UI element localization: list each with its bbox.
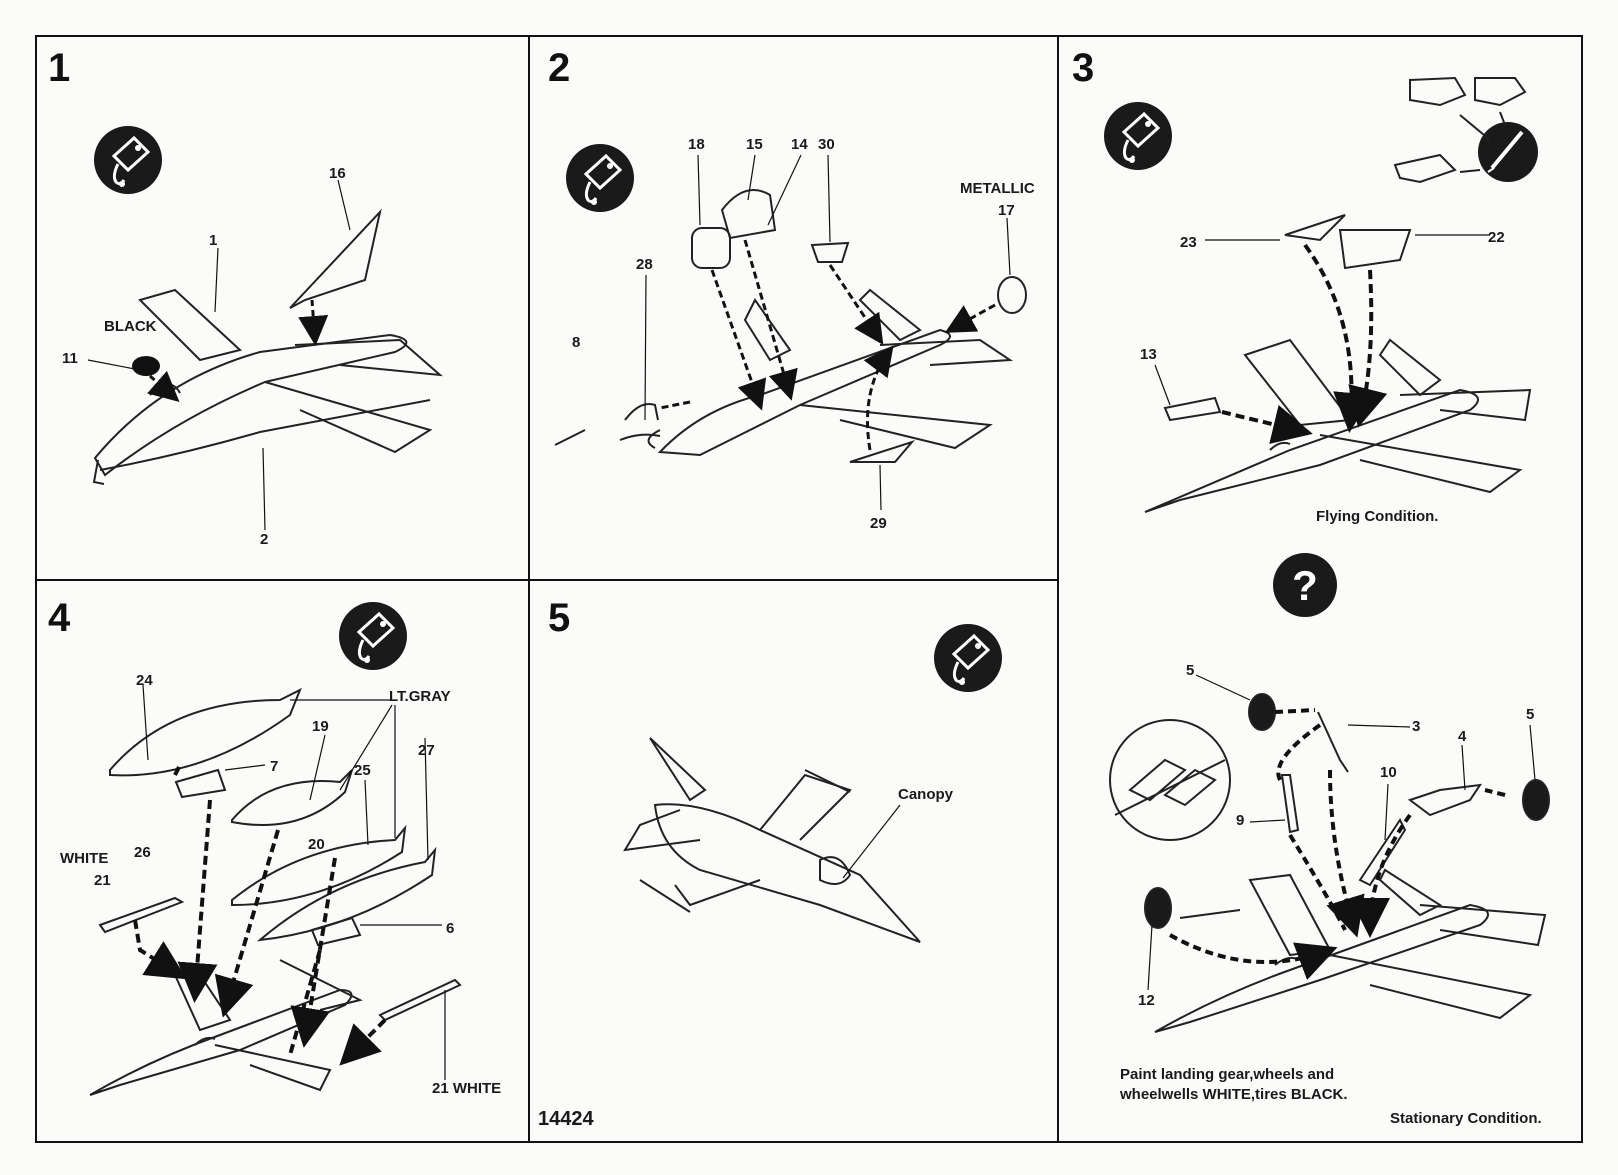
- step-2-panel: [554, 142, 1027, 511]
- part-label: 28: [636, 256, 653, 273]
- part-label: 2: [260, 531, 269, 548]
- glue-icon: [92, 124, 164, 196]
- part-label: 29: [870, 515, 887, 532]
- step-3-panel: ?: [1102, 76, 1550, 1033]
- color-label: WHITE: [60, 850, 109, 867]
- part-label: 5: [1526, 706, 1535, 723]
- part-label: 21: [94, 872, 111, 889]
- part-label: 30: [818, 136, 835, 153]
- part-label: 6: [446, 920, 455, 937]
- part-label: 18: [688, 136, 705, 153]
- step-number: 1: [48, 46, 71, 90]
- glue-icon: [564, 142, 636, 214]
- part-11-shape: [132, 356, 160, 376]
- zoom-detail-circle: [1109, 719, 1231, 841]
- part-label: 26: [134, 844, 151, 861]
- part-label: 17: [998, 202, 1015, 219]
- stationary-aircraft: [1154, 868, 1547, 1033]
- glue-icon: [337, 600, 409, 672]
- step-4-panel: [89, 600, 462, 1096]
- part-label: 27: [418, 742, 435, 759]
- color-label: LT.GRAY: [389, 688, 451, 705]
- part-label: 8: [572, 334, 581, 351]
- question-icon: ?: [1273, 553, 1337, 617]
- part-label: 3: [1412, 718, 1421, 735]
- panel-grid: [35, 35, 1583, 1143]
- step-number: 3: [1072, 46, 1095, 90]
- part-label: 10: [1380, 764, 1397, 781]
- question-glyph: ?: [1292, 562, 1318, 609]
- part-label: Canopy: [898, 786, 954, 803]
- color-label: BLACK: [104, 318, 157, 335]
- step-number: 4: [48, 596, 71, 640]
- part-label: 15: [746, 136, 763, 153]
- caption: Flying Condition.: [1316, 508, 1439, 525]
- part-label: 13: [1140, 346, 1157, 363]
- part-label: 7: [270, 758, 279, 775]
- part-label: 9: [1236, 812, 1245, 829]
- paint-brush-icon: [1478, 122, 1538, 182]
- step-5-panel: [623, 622, 1004, 943]
- kit-number: 14424: [538, 1108, 594, 1130]
- part-label: 21 WHITE: [432, 1080, 502, 1097]
- part-label: 16: [329, 165, 346, 182]
- part-label: 19: [312, 718, 329, 735]
- intake-parts: [1393, 76, 1527, 184]
- step-2-aircraft: [554, 288, 1014, 457]
- part-label: 22: [1488, 229, 1505, 246]
- glue-icon: [1102, 100, 1174, 172]
- part-label: 12: [1138, 992, 1155, 1009]
- paint-note-line-1: Paint landing gear,wheels and: [1120, 1066, 1335, 1083]
- glue-icon: [932, 622, 1004, 694]
- step-1-panel: [87, 124, 444, 531]
- step-number: 5: [548, 596, 571, 640]
- landing-gear-parts: [1144, 693, 1550, 929]
- part-label: 1: [209, 232, 218, 249]
- color-label: METALLIC: [960, 180, 1035, 197]
- paint-note-line-2: wheelwells WHITE,tires BLACK.: [1120, 1086, 1348, 1103]
- part-label: 20: [308, 836, 325, 853]
- caption: Stationary Condition.: [1390, 1110, 1542, 1127]
- part-label: 14: [791, 136, 808, 153]
- part-label: 4: [1458, 728, 1467, 745]
- part-label: 11: [62, 350, 78, 367]
- step-4-stores: [98, 687, 462, 1022]
- step-number: 2: [548, 46, 571, 90]
- flying-aircraft: [1144, 214, 1532, 513]
- step-4-aircraft: [89, 959, 363, 1096]
- part-label: 23: [1180, 234, 1197, 251]
- part-label: 24: [136, 672, 153, 689]
- step-2-loose-parts: [691, 189, 1027, 463]
- step-5-aircraft: [623, 737, 921, 943]
- part-label: 25: [354, 762, 371, 779]
- step-1-aircraft: [92, 208, 444, 485]
- part-label: 5: [1186, 662, 1195, 679]
